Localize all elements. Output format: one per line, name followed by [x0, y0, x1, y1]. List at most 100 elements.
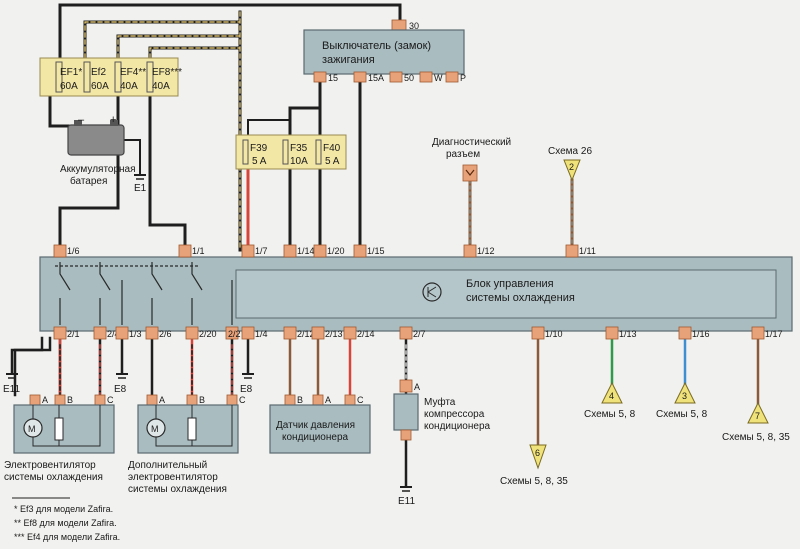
fan2-pin-a-label: A [159, 395, 165, 405]
diag-label-line1: Диагностический [432, 137, 511, 148]
bottom-pin-2-14-label: 2/14 [357, 329, 375, 339]
ref-3-label: Схемы 5, 8 [656, 409, 708, 420]
ignition-pin-15-label: 15 [328, 73, 338, 83]
fan2-label-line1: Дополнительный [128, 460, 207, 471]
fuse-f39: F39 5 A [242, 139, 268, 167]
fan1-label-line2: системы охлаждения [4, 472, 103, 483]
fan1-pin-c-label: C [107, 395, 114, 405]
fan-1: A B C M Электровентилятор системы охлажд… [4, 394, 115, 483]
top-pin-1-12-label: 1/12 [477, 246, 495, 256]
bottom-pin-2-7-label: 2/7 [413, 329, 426, 339]
footnote-3: *** Ef4 для модели Zafira. [14, 532, 120, 542]
bottom-pin-2-12-label: 2/12 [297, 329, 315, 339]
fuse-f39-rating: 5 A [252, 156, 267, 167]
ground-e1-label: E1 [134, 183, 147, 194]
bottom-pin-1-13: 1/13 [605, 326, 637, 340]
ground-e1: E1 [134, 174, 147, 194]
ignition-pin-50: 50 [389, 71, 414, 83]
battery-minus-icon: – [78, 114, 85, 126]
bottom-pin-1-17-label: 1/17 [765, 329, 783, 339]
fan2-label-line3: системы охлаждения [128, 484, 227, 495]
fan1-pin-b: B [54, 394, 73, 406]
bottom-pin-2-4-label: 2/4 [107, 329, 120, 339]
fuse-f35-rating: 10A [290, 156, 308, 167]
top-pin-1-1: 1/1 [178, 244, 205, 258]
clutch-label-line1: Муфта [424, 396, 456, 408]
bottom-pin-2-6-label: 2/6 [159, 329, 172, 339]
footnote-2: ** Ef8 для модели Zafira. [14, 518, 117, 528]
fan2-pin-c-label: C [239, 395, 246, 405]
ref-3: 3 Схемы 5, 8 [656, 381, 708, 420]
fuse-f35-name: F35 [290, 143, 308, 154]
ignition-pin-w-label: W [434, 73, 443, 83]
bottom-pin-1-17: 1/17 [751, 326, 783, 340]
ref-4: 4 Схемы 5, 8 [584, 381, 636, 420]
top-pin-1-15-label: 1/15 [367, 246, 385, 256]
bottom-pin-1-3: 1/3 [115, 326, 142, 340]
battery-label-line1: Аккумуляторная [60, 164, 136, 175]
bottom-pin-1-4-label: 1/4 [255, 329, 268, 339]
fan2-pin-a: A [146, 394, 165, 406]
fan-2: A B C M Дополнительный электровентилятор… [128, 394, 246, 495]
ignition-label-line1: Выключатель (замок) [322, 40, 431, 52]
bottom-pin-2-1-label: 2/1 [67, 329, 80, 339]
bottom-pin-1-16: 1/16 [678, 326, 710, 340]
fan1-motor-label: M [28, 424, 36, 434]
sensor-pin-c-label: C [357, 395, 364, 405]
compressor-clutch: A Муфта компрессора кондиционера [393, 379, 491, 441]
fuse-ef8-name: EF8*** [152, 67, 182, 78]
fuse-ef4: EF4** 40A [114, 61, 146, 93]
ignition-switch: 30 Выключатель (замок) зажигания 15 15A … [303, 19, 466, 83]
top-pin-1-6: 1/6 [53, 244, 80, 258]
bottom-pin-2-13: 2/13 [311, 326, 343, 340]
top-pin-1-7: 1/7 [241, 244, 268, 258]
bottom-pin-1-10-label: 1/10 [545, 329, 563, 339]
fuse-f40: F40 5 A [315, 139, 341, 167]
bottom-pin-1-4: 1/4 [241, 326, 268, 340]
ignition-pin-p: P [445, 71, 466, 83]
bottom-pin-1-13-label: 1/13 [619, 329, 637, 339]
ignition-pin-50-label: 50 [404, 73, 414, 83]
ground-e11-bottom-label: E11 [398, 496, 415, 507]
fuse-ef2-rating: 60A [91, 81, 109, 92]
ground-e8-mid2-label: E8 [240, 384, 253, 395]
fan2-motor-label: M [151, 424, 159, 434]
pressure-sensor: B A C Датчик давления кондиционера [269, 394, 371, 454]
ref-4-label: Схемы 5, 8 [584, 409, 636, 420]
battery-plus-icon: + [110, 114, 116, 126]
fuse-ef4-name: EF4** [120, 67, 146, 78]
bottom-pin-1-3-label: 1/3 [129, 329, 142, 339]
ref-4-number: 4 [609, 391, 614, 401]
fan1-pin-a-label: A [42, 395, 48, 405]
ref-6: 6 Схемы 5, 8, 35 [500, 444, 568, 487]
scheme26-label: Схема 26 [548, 146, 592, 157]
top-pin-1-11-label: 1/11 [579, 246, 596, 256]
ground-e8-mid2: E8 [240, 373, 254, 395]
fuse-f40-name: F40 [323, 143, 341, 154]
ref-7: 7 Схемы 5, 8, 35 [722, 401, 790, 443]
fuse-ef2-name: Ef2 [91, 67, 106, 78]
fan1-pin-b-label: B [67, 395, 73, 405]
top-pin-1-15: 1/15 [353, 244, 385, 258]
clutch-label-line3: кондиционера [424, 421, 491, 432]
control-unit: Блок управления системы охлаждения [39, 256, 793, 332]
bottom-pin-1-16-label: 1/16 [692, 329, 710, 339]
sensor-pin-a: A [312, 394, 331, 406]
ref-7-label: Схемы 5, 8, 35 [722, 432, 790, 443]
top-pin-1-12: 1/12 [463, 244, 495, 258]
ref-6-number: 6 [535, 448, 540, 458]
fan2-pin-c: C [226, 394, 246, 406]
fuse-ef1-rating: 60A [60, 81, 78, 92]
fuse-f35: F35 10A [282, 139, 308, 167]
bottom-pin-2-1: 2/1 [53, 326, 80, 340]
control-unit-label-line1: Блок управления [466, 278, 554, 290]
bottom-pin-1-10: 1/10 [531, 326, 563, 340]
bottom-pin-2-20: 2/20 [185, 326, 217, 340]
sensor-pin-b-label: B [297, 395, 303, 405]
footnote-1: * Ef3 для модели Zafira. [14, 504, 113, 514]
bottom-pin-2-13-label: 2/13 [325, 329, 343, 339]
top-pin-1-14: 1/14 [283, 244, 315, 258]
sensor-label-line2: кондиционера [282, 432, 349, 443]
sensor-pin-c: C [344, 394, 364, 406]
ground-e11-bottom: E11 [398, 486, 415, 507]
